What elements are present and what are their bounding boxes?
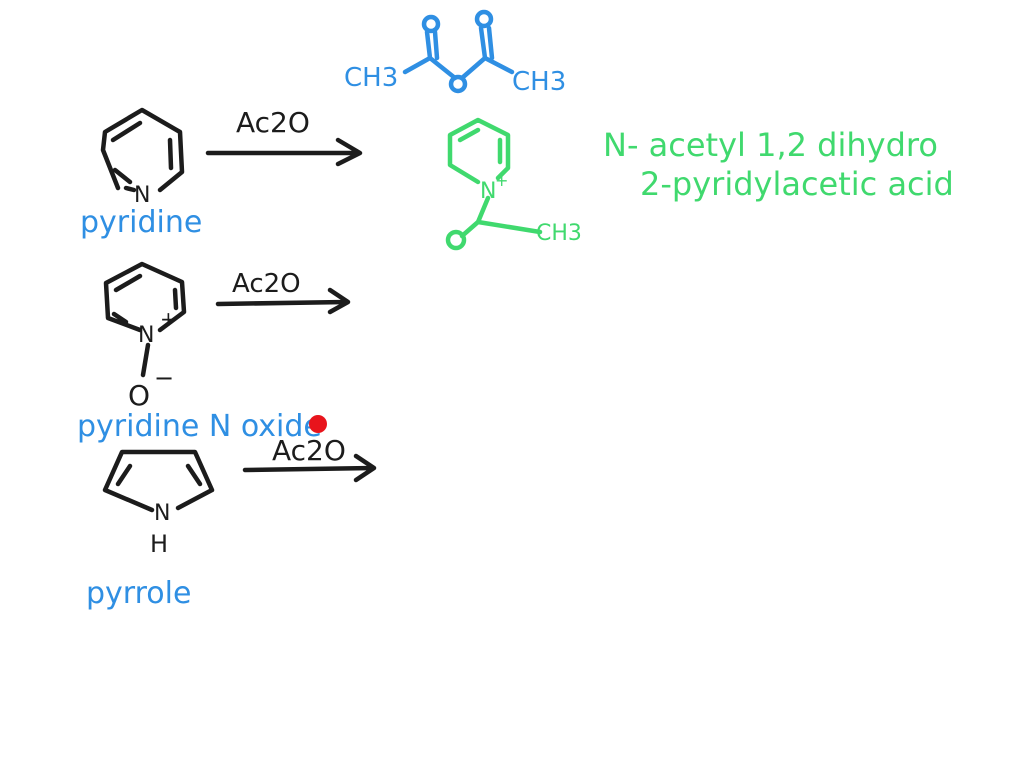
pyrrole-structure bbox=[102, 449, 215, 513]
n-oxide-oxygen: O bbox=[128, 379, 150, 412]
reagent-label-2: Ac2O bbox=[232, 269, 301, 299]
anhydride-ch3-right: CH3 bbox=[512, 67, 566, 97]
pyrrole-n-atom: N bbox=[154, 501, 170, 526]
reagent-label-3: Ac2O bbox=[272, 434, 346, 467]
pyridine-n-atom: N bbox=[134, 183, 150, 208]
reaction-arrow-2 bbox=[215, 287, 351, 315]
reagent-label-1: Ac2O bbox=[236, 106, 310, 139]
pyridine-label: pyridine bbox=[80, 205, 202, 240]
product-name-line1: N- acetyl 1,2 dihydro bbox=[603, 126, 938, 164]
reaction-arrow-3 bbox=[242, 453, 377, 483]
product-charge: + bbox=[495, 171, 508, 190]
reaction-arrow-1 bbox=[205, 137, 363, 167]
acetic-anhydride-structure bbox=[402, 9, 515, 94]
product-n-atom: N bbox=[480, 179, 496, 204]
laser-pointer-dot bbox=[309, 415, 327, 433]
pyrrole-h-atom: H bbox=[150, 530, 168, 558]
anhydride-ch3-left: CH3 bbox=[344, 63, 398, 93]
product-structure bbox=[445, 117, 543, 251]
n-oxide-n-atom: N bbox=[138, 323, 154, 348]
pyridine-n-oxide-structure: N + O − bbox=[103, 261, 187, 412]
pyridine-n-oxide-label: pyridine N oxide bbox=[77, 409, 322, 444]
product-name-line2: 2-pyridylacetic acid bbox=[640, 165, 954, 203]
n-oxide-charge: + bbox=[160, 307, 177, 331]
pyrrole-label: pyrrole bbox=[86, 576, 191, 611]
oxygen-charge: − bbox=[154, 364, 174, 392]
product-ch3: CH3 bbox=[536, 221, 582, 246]
pyridine-structure: N bbox=[100, 107, 185, 208]
